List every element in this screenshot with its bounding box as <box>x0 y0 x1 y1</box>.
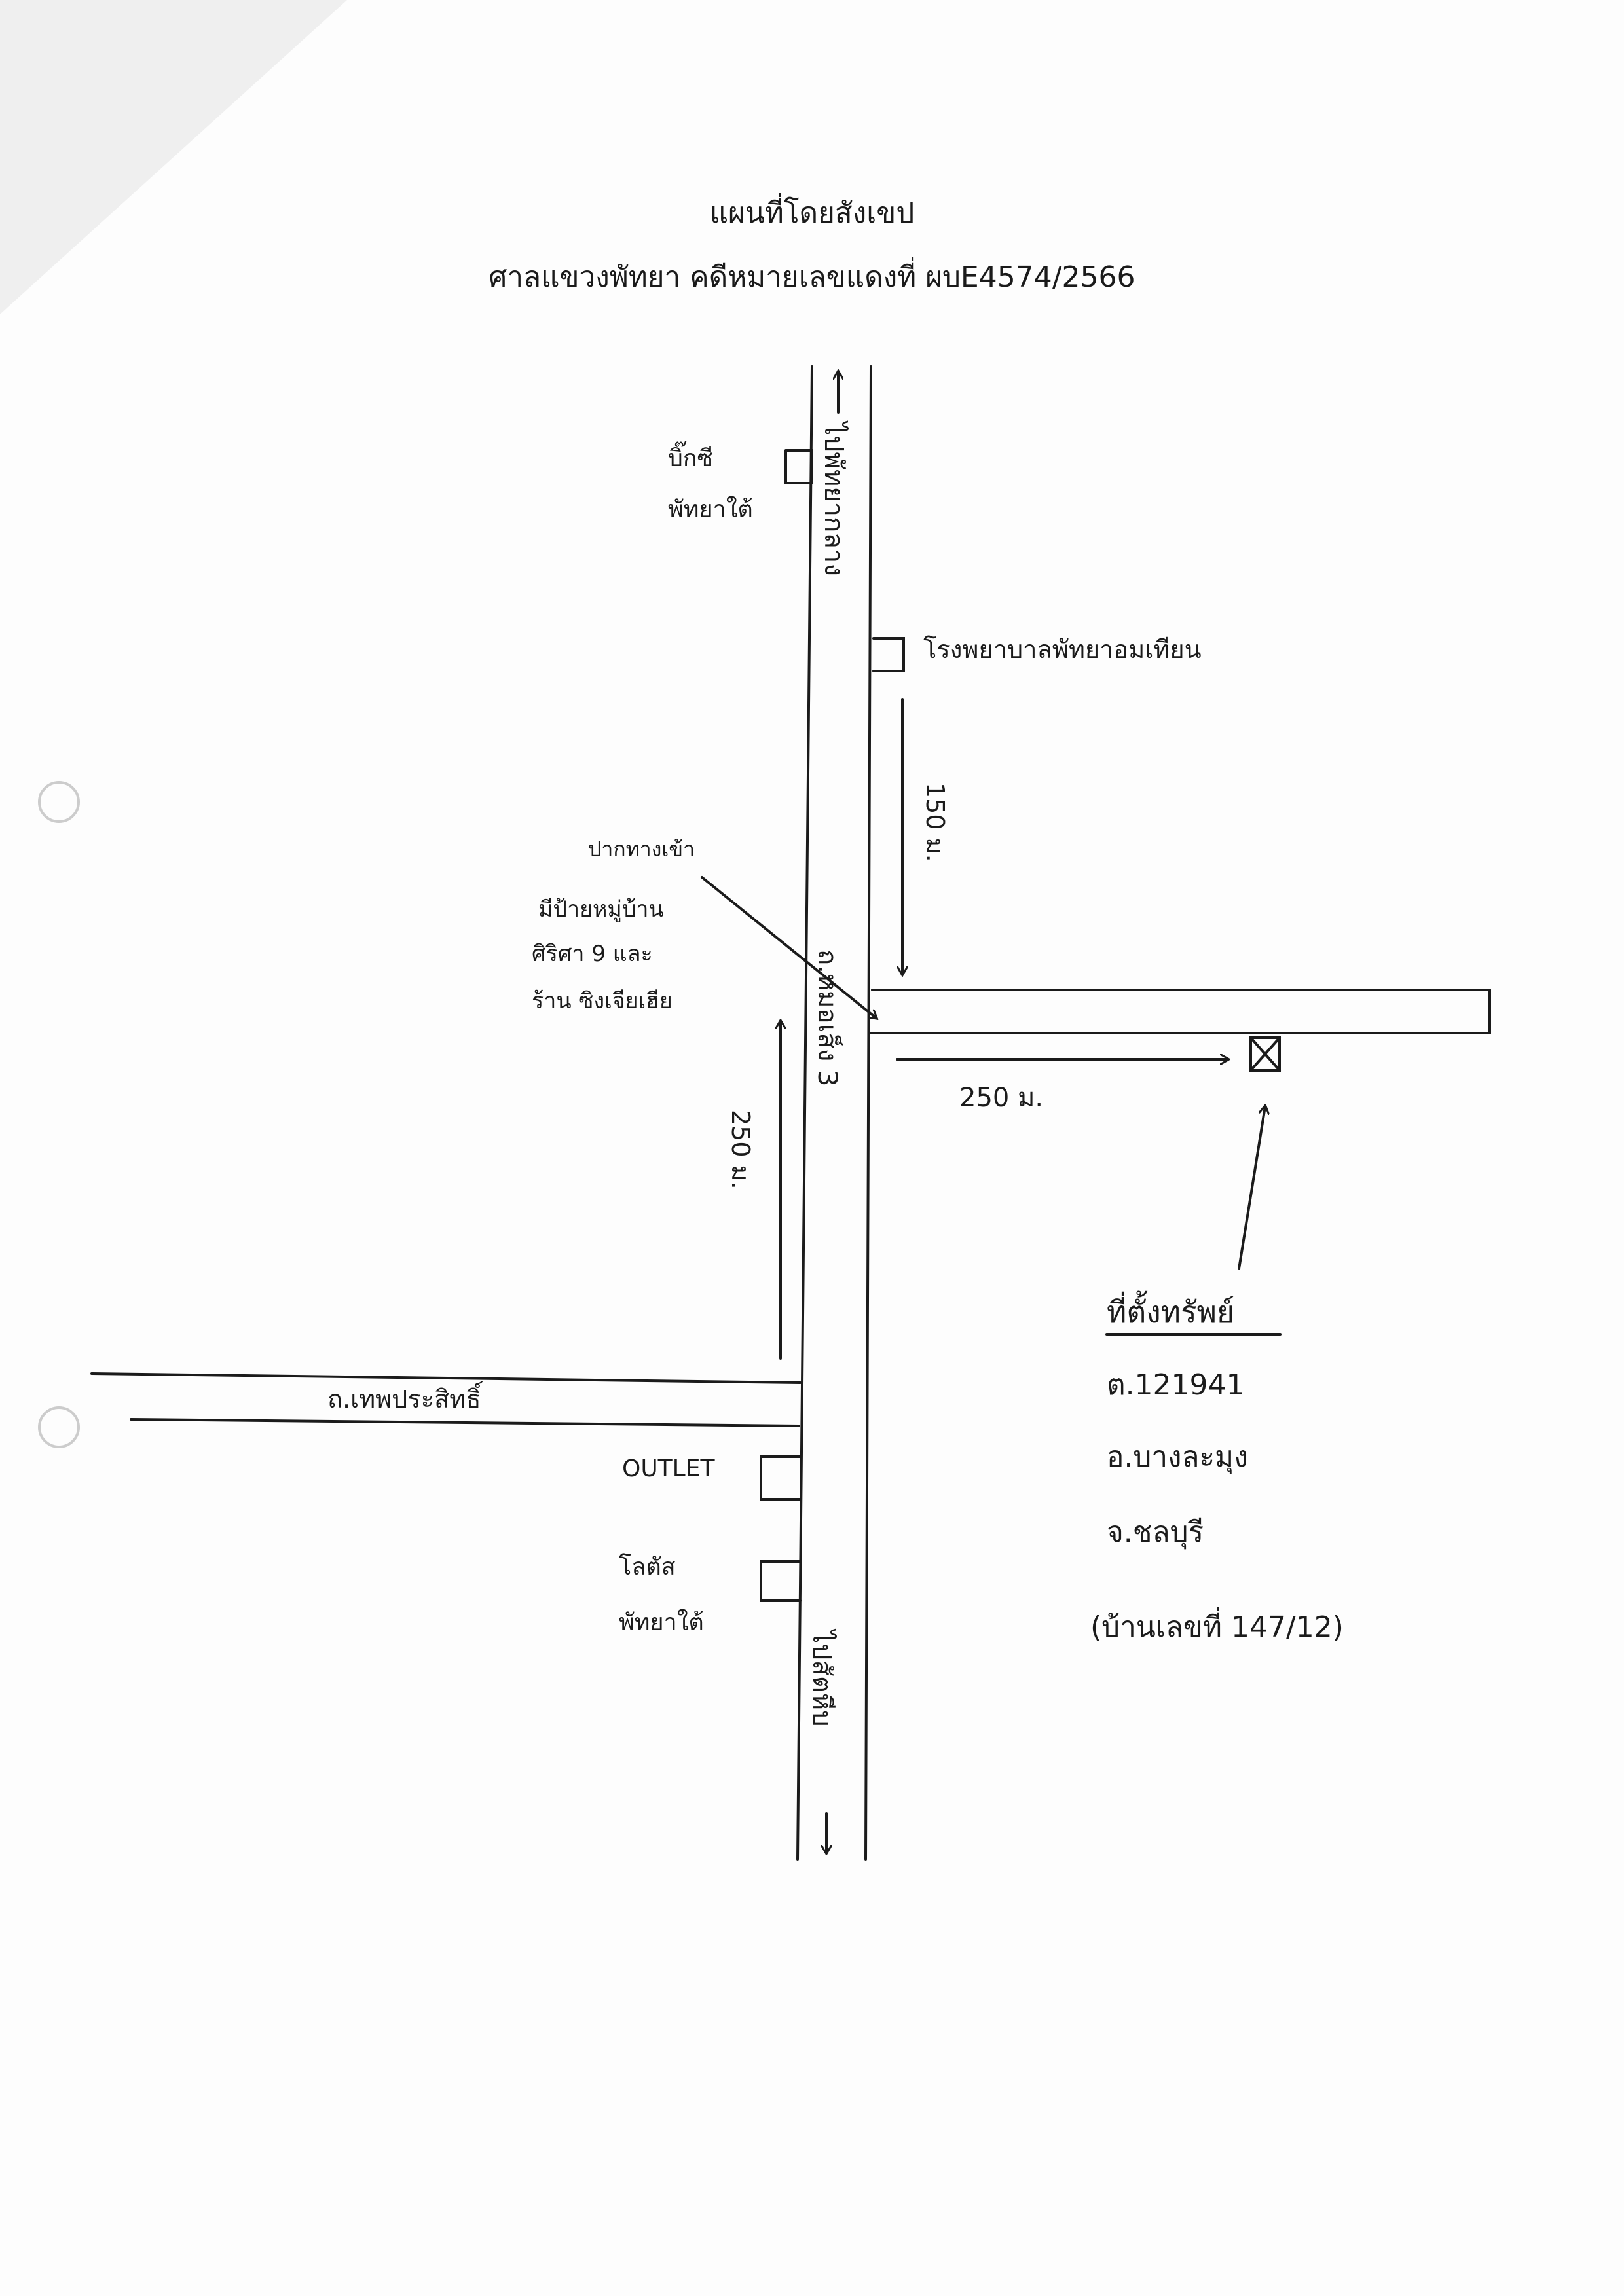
bigc-label-line-1: บิ๊กซี <box>668 441 713 472</box>
lotus-label-line-1: โลตัส <box>619 1553 676 1580</box>
entrance-note-line-2: มีป้ายหมู่บ้าน <box>538 896 664 922</box>
south-distance-label: 250 ม. <box>726 1110 755 1190</box>
main-road-right-edge <box>864 365 872 1861</box>
main-road-name-label: ถ.หมอเส็ง 3 <box>812 949 843 1086</box>
cross-road-bottom-edge <box>130 1418 800 1427</box>
hospital-label: โรงพยาบาลพัทยาอมเทียน <box>923 635 1202 664</box>
lotus-building-icon <box>760 1560 802 1602</box>
main-road-left-edge <box>796 365 813 1861</box>
entrance-note-line-3: ศิริศา 9 และ <box>532 941 653 967</box>
lotus-label-line-2: พัทยาใต้ <box>619 1609 704 1636</box>
cross-road-label: ถ.เทพประสิทธิ์ <box>327 1381 483 1413</box>
property-line-2: อ.บางละมุง <box>1107 1440 1248 1474</box>
outlet-label: OUTLET <box>622 1455 715 1482</box>
property-pointer-icon <box>1238 1106 1265 1270</box>
property-marker-icon <box>1249 1036 1281 1072</box>
folded-corner <box>0 0 347 314</box>
punch-hole <box>38 1406 80 1448</box>
outlet-building-icon <box>760 1455 802 1501</box>
property-line-1: ต.121941 <box>1107 1368 1245 1402</box>
hospital-building-icon <box>872 637 905 672</box>
main-road-north-label: ไปพัทยากลาง <box>819 420 849 576</box>
property-line-4: (บ้านเลขที่ 147/12) <box>1090 1607 1344 1644</box>
punch-hole <box>38 781 80 823</box>
entrance-note-line-4: ร้าน ซิงเจียเฮีย <box>532 988 673 1014</box>
bigc-building-icon <box>784 449 813 484</box>
bigc-label-line-2: พัทยาใต้ <box>668 496 753 523</box>
page-subtitle: ศาลแขวงพัทยา คดีหมายเลขแดงที่ ผบE4574/25… <box>489 261 1135 294</box>
cross-road-top-edge <box>90 1372 802 1384</box>
property-marker-cross <box>1249 1036 1281 1072</box>
north-distance-label: 150 ม. <box>921 782 950 862</box>
entrance-note-line-1: ปากทางเข้า <box>588 837 695 862</box>
property-line-3: จ.ชลบุรี <box>1107 1516 1204 1550</box>
page-title: แผนที่โดยสังเขป <box>709 196 915 230</box>
entrance-pointer-icon <box>701 876 876 1018</box>
east-distance-label: 250 ม. <box>959 1083 1043 1113</box>
main-road-south-label: ไปสัตหีบ <box>807 1628 837 1727</box>
property-heading: ที่ตั้งทรัพย์ <box>1107 1290 1234 1330</box>
